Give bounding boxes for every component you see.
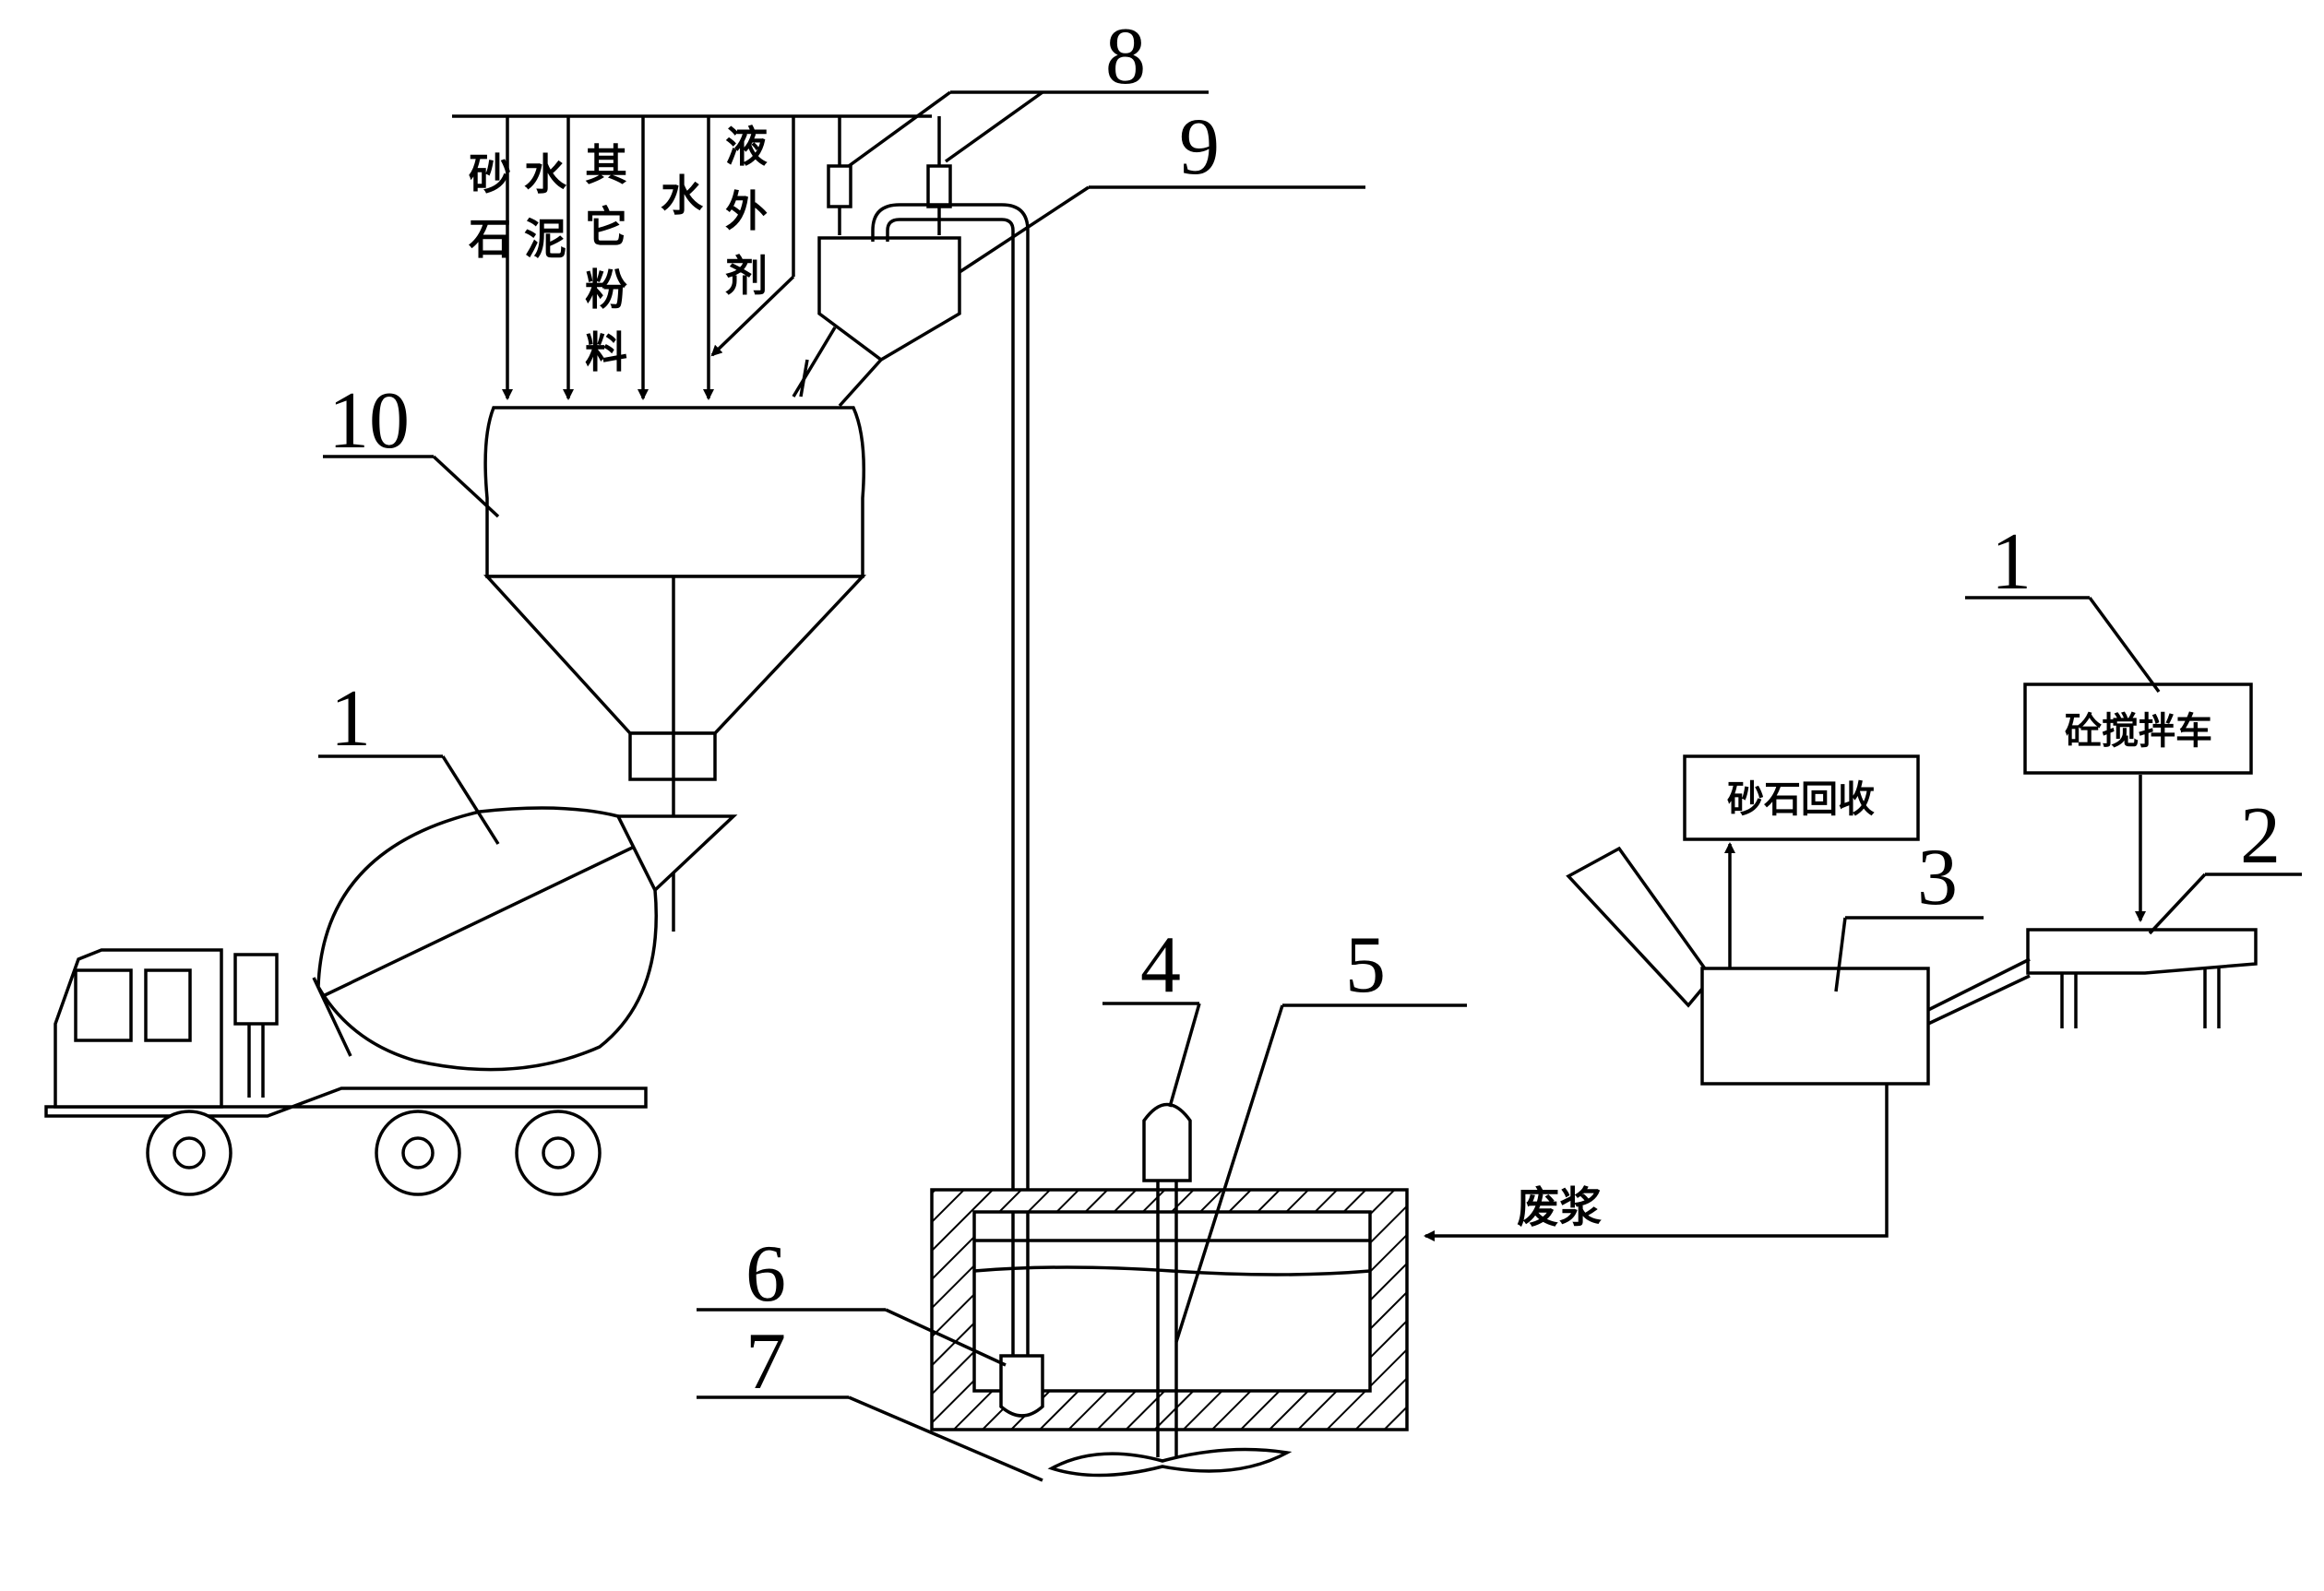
- waste-slurry-label: 废浆: [1517, 1182, 1602, 1232]
- label-admixture-3: 剂: [725, 251, 768, 301]
- slurry-tank: [930, 1188, 1409, 1431]
- slurry-pipe: [871, 203, 1030, 1356]
- label-admixture-1: 液: [725, 122, 768, 172]
- label-sand-2: 石: [469, 214, 511, 264]
- submersible-pump: [999, 1354, 1044, 1418]
- valves: [827, 116, 952, 235]
- agitator: [1047, 1102, 1293, 1478]
- callout-7: 7: [745, 1317, 786, 1407]
- callout-2: 2: [2240, 791, 2281, 881]
- mixer-truck-label: 砼搅拌车: [2065, 710, 2212, 753]
- sand-separator: [1424, 842, 1930, 1241]
- label-cement-1: 水: [524, 149, 567, 199]
- callout-4: 4: [1140, 920, 1181, 1010]
- cab-window-2: [144, 968, 192, 1042]
- callout-6: 6: [745, 1229, 786, 1319]
- valve-1: [827, 164, 852, 208]
- label-admixture-2: 外: [725, 186, 768, 236]
- callout-3: 3: [1917, 833, 1958, 922]
- label-powder-3: 粉: [585, 265, 627, 315]
- mixer-truck: [44, 806, 738, 1196]
- callout-5: 5: [1345, 920, 1386, 1010]
- separator-chute: [1566, 846, 1714, 1008]
- feed-trough: [1927, 775, 2258, 1028]
- batching-mixer: [483, 406, 867, 932]
- mixer-truck-box: 砼搅拌车: [2023, 683, 2253, 775]
- callouts: 8 9 10 1 4 5 6 7 3 1: [318, 12, 2302, 1482]
- sand-recovery-box: 砂石回收: [1683, 754, 1920, 841]
- agitator-motor: [1142, 1102, 1192, 1182]
- label-cement-2: 泥: [524, 214, 566, 264]
- label-water: 水: [661, 171, 704, 220]
- material-feed-lines: 砂 石 水 泥 其 它 粉 料 水 液 外 剂: [452, 114, 932, 400]
- label-powder-4: 料: [585, 327, 627, 377]
- label-sand-1: 砂: [469, 149, 511, 199]
- sand-recovery-label: 砂石回收: [1727, 778, 1875, 821]
- cab-window-1: [74, 968, 133, 1042]
- valve-2: [926, 164, 952, 208]
- callout-9: 9: [1179, 102, 1220, 192]
- label-powder-2: 它: [585, 202, 627, 252]
- callout-10: 10: [328, 376, 410, 466]
- label-powder-1: 其: [585, 140, 627, 190]
- metering-hopper: [792, 236, 961, 408]
- admixture-feed-arrow: [710, 275, 795, 357]
- callout-1-left: 1: [330, 674, 371, 764]
- callout-1-right: 1: [1991, 517, 2032, 607]
- agitator-paddle: [1047, 1447, 1293, 1478]
- callout-8: 8: [1105, 12, 1146, 101]
